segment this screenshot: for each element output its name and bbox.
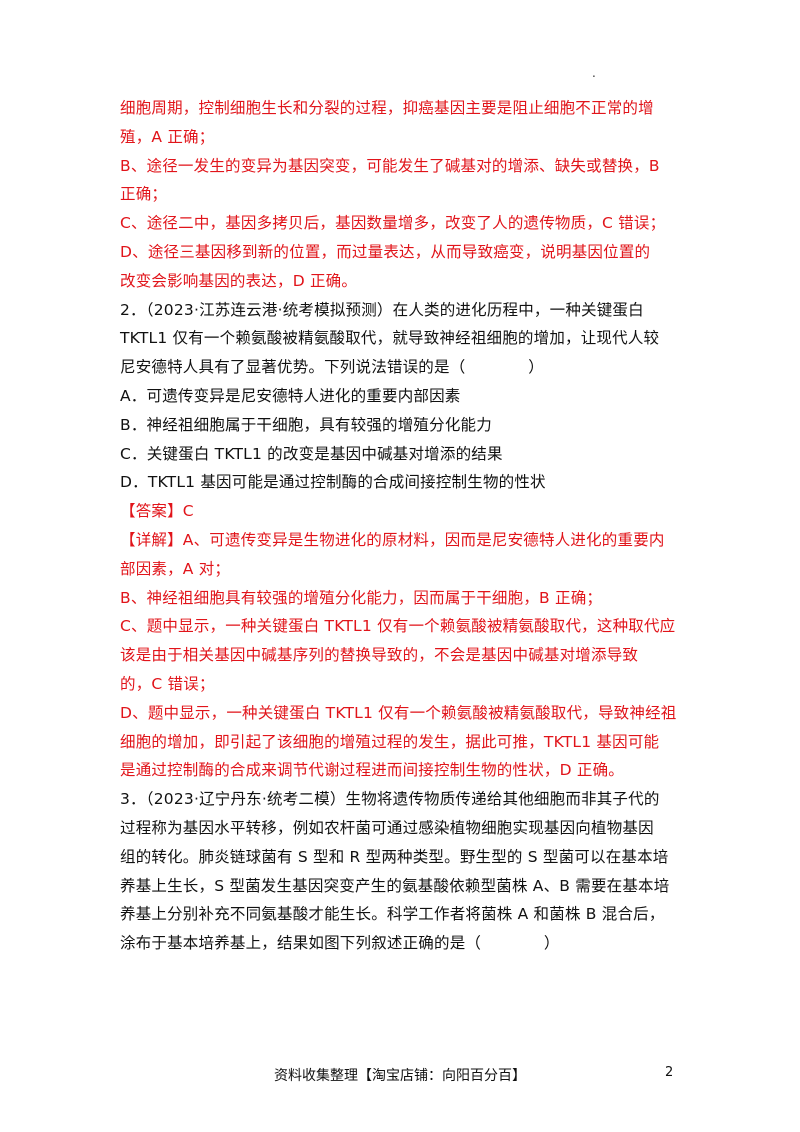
text-line: 过程称为基因水平转移，例如农杆菌可通过感染植物细胞实现基因向植物基因 xyxy=(120,818,654,837)
text-line: 【答案】C xyxy=(120,502,194,521)
text-line: B、神经祖细胞具有较强的增殖分化能力，因而属于干细胞，B 正确； xyxy=(120,588,603,607)
text-line: 3．（2023·辽宁丹东·统考二模）生物将遗传物质传递给其他细胞而非其子代的 xyxy=(120,790,660,809)
text-line: D．TKTL1 基因可能是通过控制酶的合成间接控制生物的性状 xyxy=(120,473,546,492)
text-line: C、题中显示，一种关键蛋白 TKTL1 仅有一个赖氨酸被精氨酸取代，这种取代应 xyxy=(120,617,676,636)
text-line: 细胞周期，控制细胞生长和分裂的过程，抑癌基因主要是阻止细胞不正常的增 xyxy=(120,99,654,117)
page-mark: . xyxy=(592,66,596,80)
text-line: TKTL1 仅有一个赖氨酸被精氨酸取代，就导致神经祖细胞的增加，让现代人较 xyxy=(120,329,660,348)
text-line: 殖，A 正确； xyxy=(120,127,215,146)
text-line: 养基上分别补充不同氨基酸才能生长。科学工作者将菌株 A 和菌株 B 混合后， xyxy=(120,905,665,924)
text-line: 该是由于相关基因中碱基序列的替换导致的，不会是基因中碱基对增添导致 xyxy=(120,646,639,665)
text-line: 尼安德特人具有了显著优势。下列说法错误的是（ ） xyxy=(120,358,544,377)
text-line: C、途径二中，基因多拷贝后，基因数量增多，改变了人的遗传物质，C 错误； xyxy=(120,214,666,233)
text-line: A．可遗传变异是尼安德特人进化的重要内部因素 xyxy=(120,386,461,405)
text-line: 组的转化。肺炎链球菌有 S 型和 R 型两种类型。野生型的 S 型菌可以在基本培 xyxy=(120,847,669,866)
text-line: 细胞的增加，即引起了该细胞的增殖过程的发生，据此可推，TKTL1 基因可能 xyxy=(120,732,660,751)
text-line: 的，C 错误； xyxy=(120,674,215,693)
text-line: 是通过控制酶的合成来调节代谢过程进而间接控制生物的性状，D 正确。 xyxy=(120,761,624,780)
text-line: B、途径一发生的变异为基因突变，可能发生了碱基对的增添、缺失或替换，B xyxy=(120,156,660,175)
footer-text: 资料收集整理【淘宝店铺：向阳百分百】 xyxy=(274,1068,526,1084)
text-line: 改变会影响基因的表达，D 正确。 xyxy=(120,271,358,290)
text-line: 2．（2023·江苏连云港·统考模拟预测）在人类的进化历程中，一种关键蛋白 xyxy=(120,300,644,319)
text-line: 正确； xyxy=(120,185,168,204)
text-line: D、题中显示，一种关键蛋白 TKTL1 仅有一个赖氨酸被精氨酸取代，导致神经祖 xyxy=(120,703,677,722)
text-line: D、途径三基因移到新的位置，而过量表达，从而导致癌变，说明基因位置的 xyxy=(120,242,651,261)
page-number: 2 xyxy=(665,1065,674,1080)
document-body: 细胞周期，控制细胞生长和分裂的过程，抑癌基因主要是阻止细胞不正常的增殖，A 正确… xyxy=(120,94,680,958)
text-line: C．关键蛋白 TKTL1 的改变是基因中碱基对增添的结果 xyxy=(120,444,503,463)
text-line: 涂布于基本培养基上，结果如图下列叙述正确的是（ ） xyxy=(120,934,560,953)
text-line: 部因素，A 对； xyxy=(120,559,231,578)
text-line: B．神经祖细胞属于干细胞，具有较强的增殖分化能力 xyxy=(120,415,492,434)
text-line: 养基上生长，S 型菌发生基因突变产生的氨基酸依赖型菌株 A、B 需要在基本培 xyxy=(120,876,670,895)
text-line: 【详解】A、可遗传变异是生物进化的原材料，因而是尼安德特人进化的重要内 xyxy=(120,530,665,549)
